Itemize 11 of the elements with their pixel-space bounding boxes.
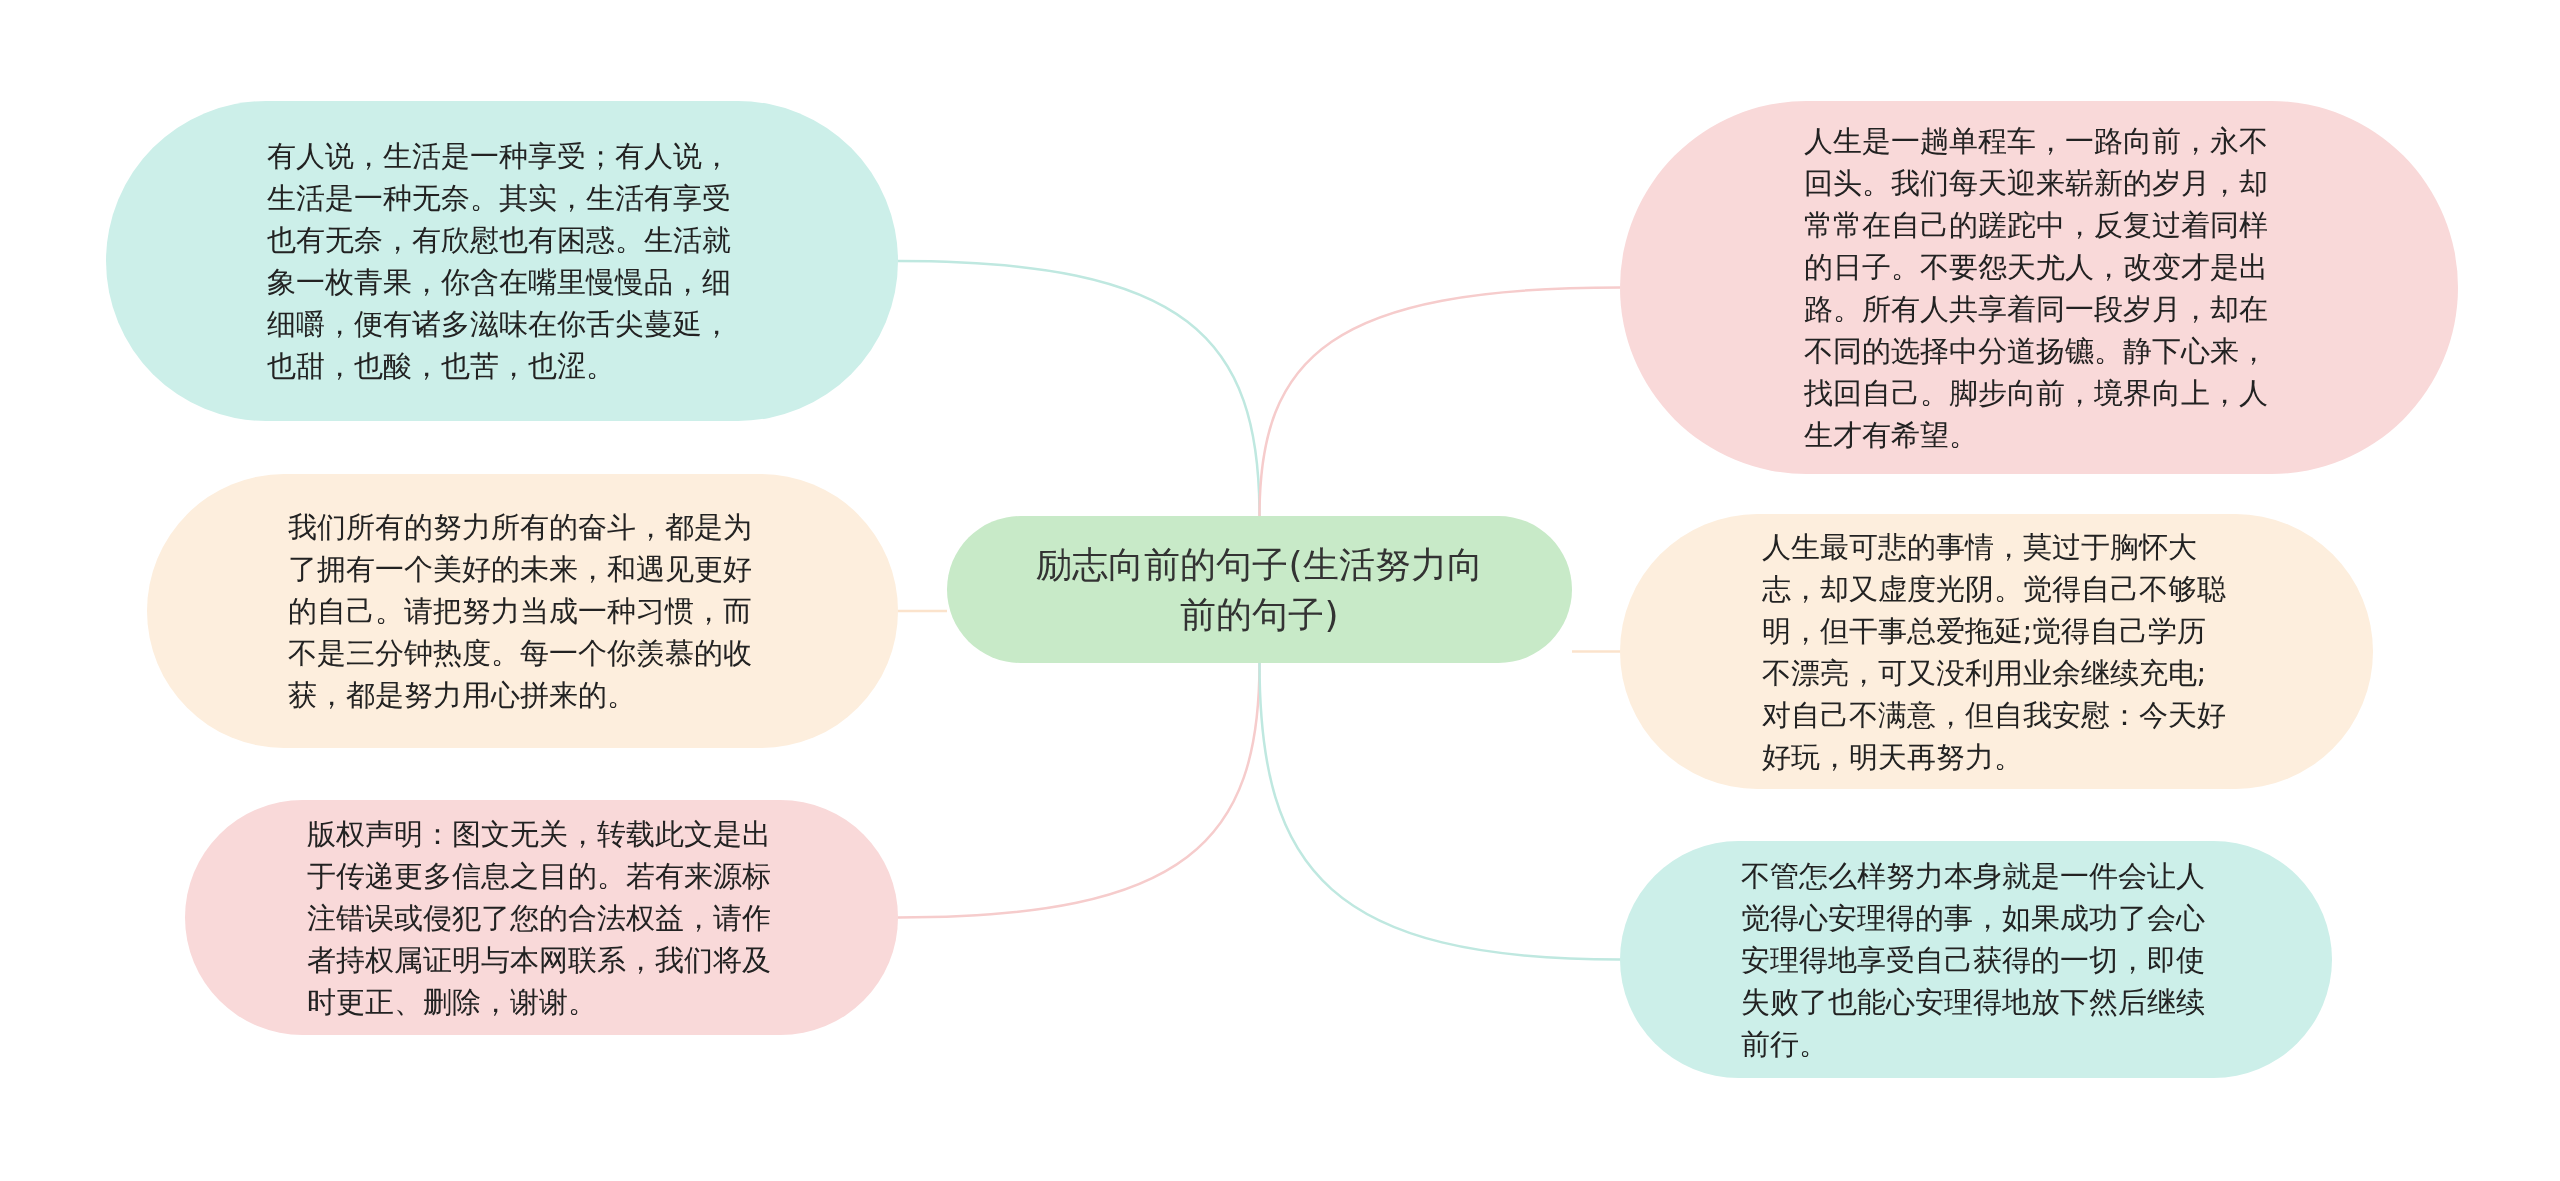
branch-connector <box>898 609 947 613</box>
topic-text: 不管怎么样努力本身就是一件会让人觉得心安理得的事，如果成功了会心安理得地享受自己获得的一切，即使失败了也能心安理得地放下然后继续前行。 <box>1741 857 2206 1063</box>
branch-connector <box>1258 662 1621 961</box>
topic-text: 我们所有的努力所有的奋斗，都是为了拥有一个美好的未来，和遇见更好的自己。请把努力当成一种习惯，而不是三分钟热度。每一个你羡慕的收获，都是努力用心拼来的。 <box>287 509 753 714</box>
branch-connector <box>1258 286 1621 517</box>
topic-text: 版权声明：图文无关，转载此文是出于传递更多信息之目的。若有来源标注错误或侵犯了您的合法权益，请作者持权属证明与本网联系，我们将及时更正、删除，谢谢。 <box>306 815 772 1021</box>
topic-text: 人生是一趟单程车，一路向前，永不回头。我们每天迎来崭新的岁月，却常常在自己的蹉跎中，反复过着同样的日子。不要怨天尤人，改变才是出路。所有人共享着同一段岁月，却在不同的选择中分道扬镳。静下心来，找回自己。脚步向前，境界向上，人生才有希望。 <box>1804 122 2269 454</box>
topic-title: 励志向前的句子(生活努力向前的句子) <box>1035 542 1484 637</box>
branch-connector <box>1572 650 1620 653</box>
topic-text: 人生最可悲的事情，莫过于胸怀大志，却又虚度光阴。觉得自己不够聪明，但干事总爱拖延;觉得自己学历不漂亮，可又没利用业余继续充电;对自己不满意，但自我安慰：今天好好玩，明天再努力。 <box>1761 528 2227 776</box>
topic-text: 有人说，生活是一种享受；有人说，生活是一种无奈。其实，生活有享受也有无奈，有欣慰也有困惑。生活就象一枚青果，你含在嘴里慢慢品，细细嚼，便有诸多滋味在你舌尖蔓延，也甜，也酸，也苦，也涩。 <box>267 138 732 385</box>
